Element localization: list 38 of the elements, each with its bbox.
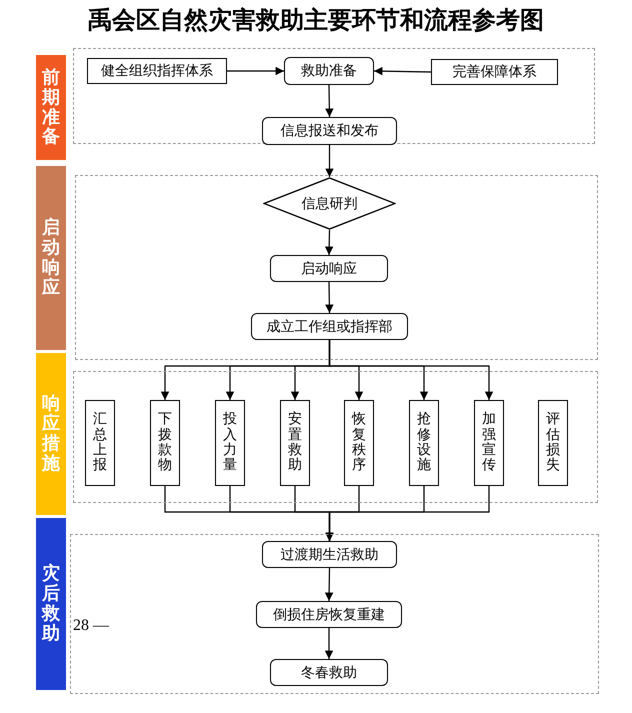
- process-box: 启动响应: [270, 255, 388, 282]
- stage-group-frame: [73, 371, 598, 503]
- page-number: 28 —: [73, 617, 109, 635]
- arrow: [324, 628, 334, 659]
- arrow: [227, 66, 284, 76]
- process-box: 完善保障体系: [431, 59, 558, 85]
- arrow: [328, 340, 494, 400]
- process-box: 评估损失: [538, 400, 568, 486]
- process-box: 救助准备: [284, 57, 374, 85]
- process-box: 安置救助: [280, 400, 310, 486]
- process-box: 下拨款物: [150, 400, 180, 486]
- process-box: 成立工作组或指挥部: [251, 313, 408, 340]
- arrow: [325, 84, 334, 118]
- arrow: [325, 282, 334, 314]
- arrow: [325, 486, 490, 541]
- arrow: [374, 66, 432, 76]
- stage-group-frame: [75, 175, 598, 360]
- process-box: 抢修设施: [409, 400, 439, 486]
- process-box: 恢复秩序: [344, 400, 374, 486]
- process-box: 健全组织指挥体系: [87, 58, 227, 84]
- process-box: 冬春救助: [270, 659, 388, 686]
- decision-diamond: 信息研判: [263, 177, 396, 230]
- arrow: [324, 230, 334, 256]
- process-box: 倒损住房恢复重建: [256, 601, 402, 628]
- stage-band: 响应措施: [36, 353, 66, 515]
- process-box: 加强宣传: [474, 400, 504, 486]
- stage-group-frame: [73, 48, 595, 144]
- diagram-title: 禹会区自然灾害救助主要环节和流程参考图: [87, 4, 545, 36]
- arrow: [325, 145, 334, 177]
- stage-band: 灾后救助: [36, 518, 66, 690]
- stage-band: 前期准备: [36, 55, 66, 160]
- process-box: 投入力量: [215, 400, 245, 486]
- process-box: 信息报送和发布: [262, 117, 397, 145]
- stage-band: 启动响应: [36, 166, 66, 350]
- process-box: 过渡期生活救助: [262, 541, 397, 568]
- arrow: [324, 568, 334, 601]
- stage-group-frame: [70, 534, 599, 694]
- process-box: 汇总上报: [85, 400, 115, 486]
